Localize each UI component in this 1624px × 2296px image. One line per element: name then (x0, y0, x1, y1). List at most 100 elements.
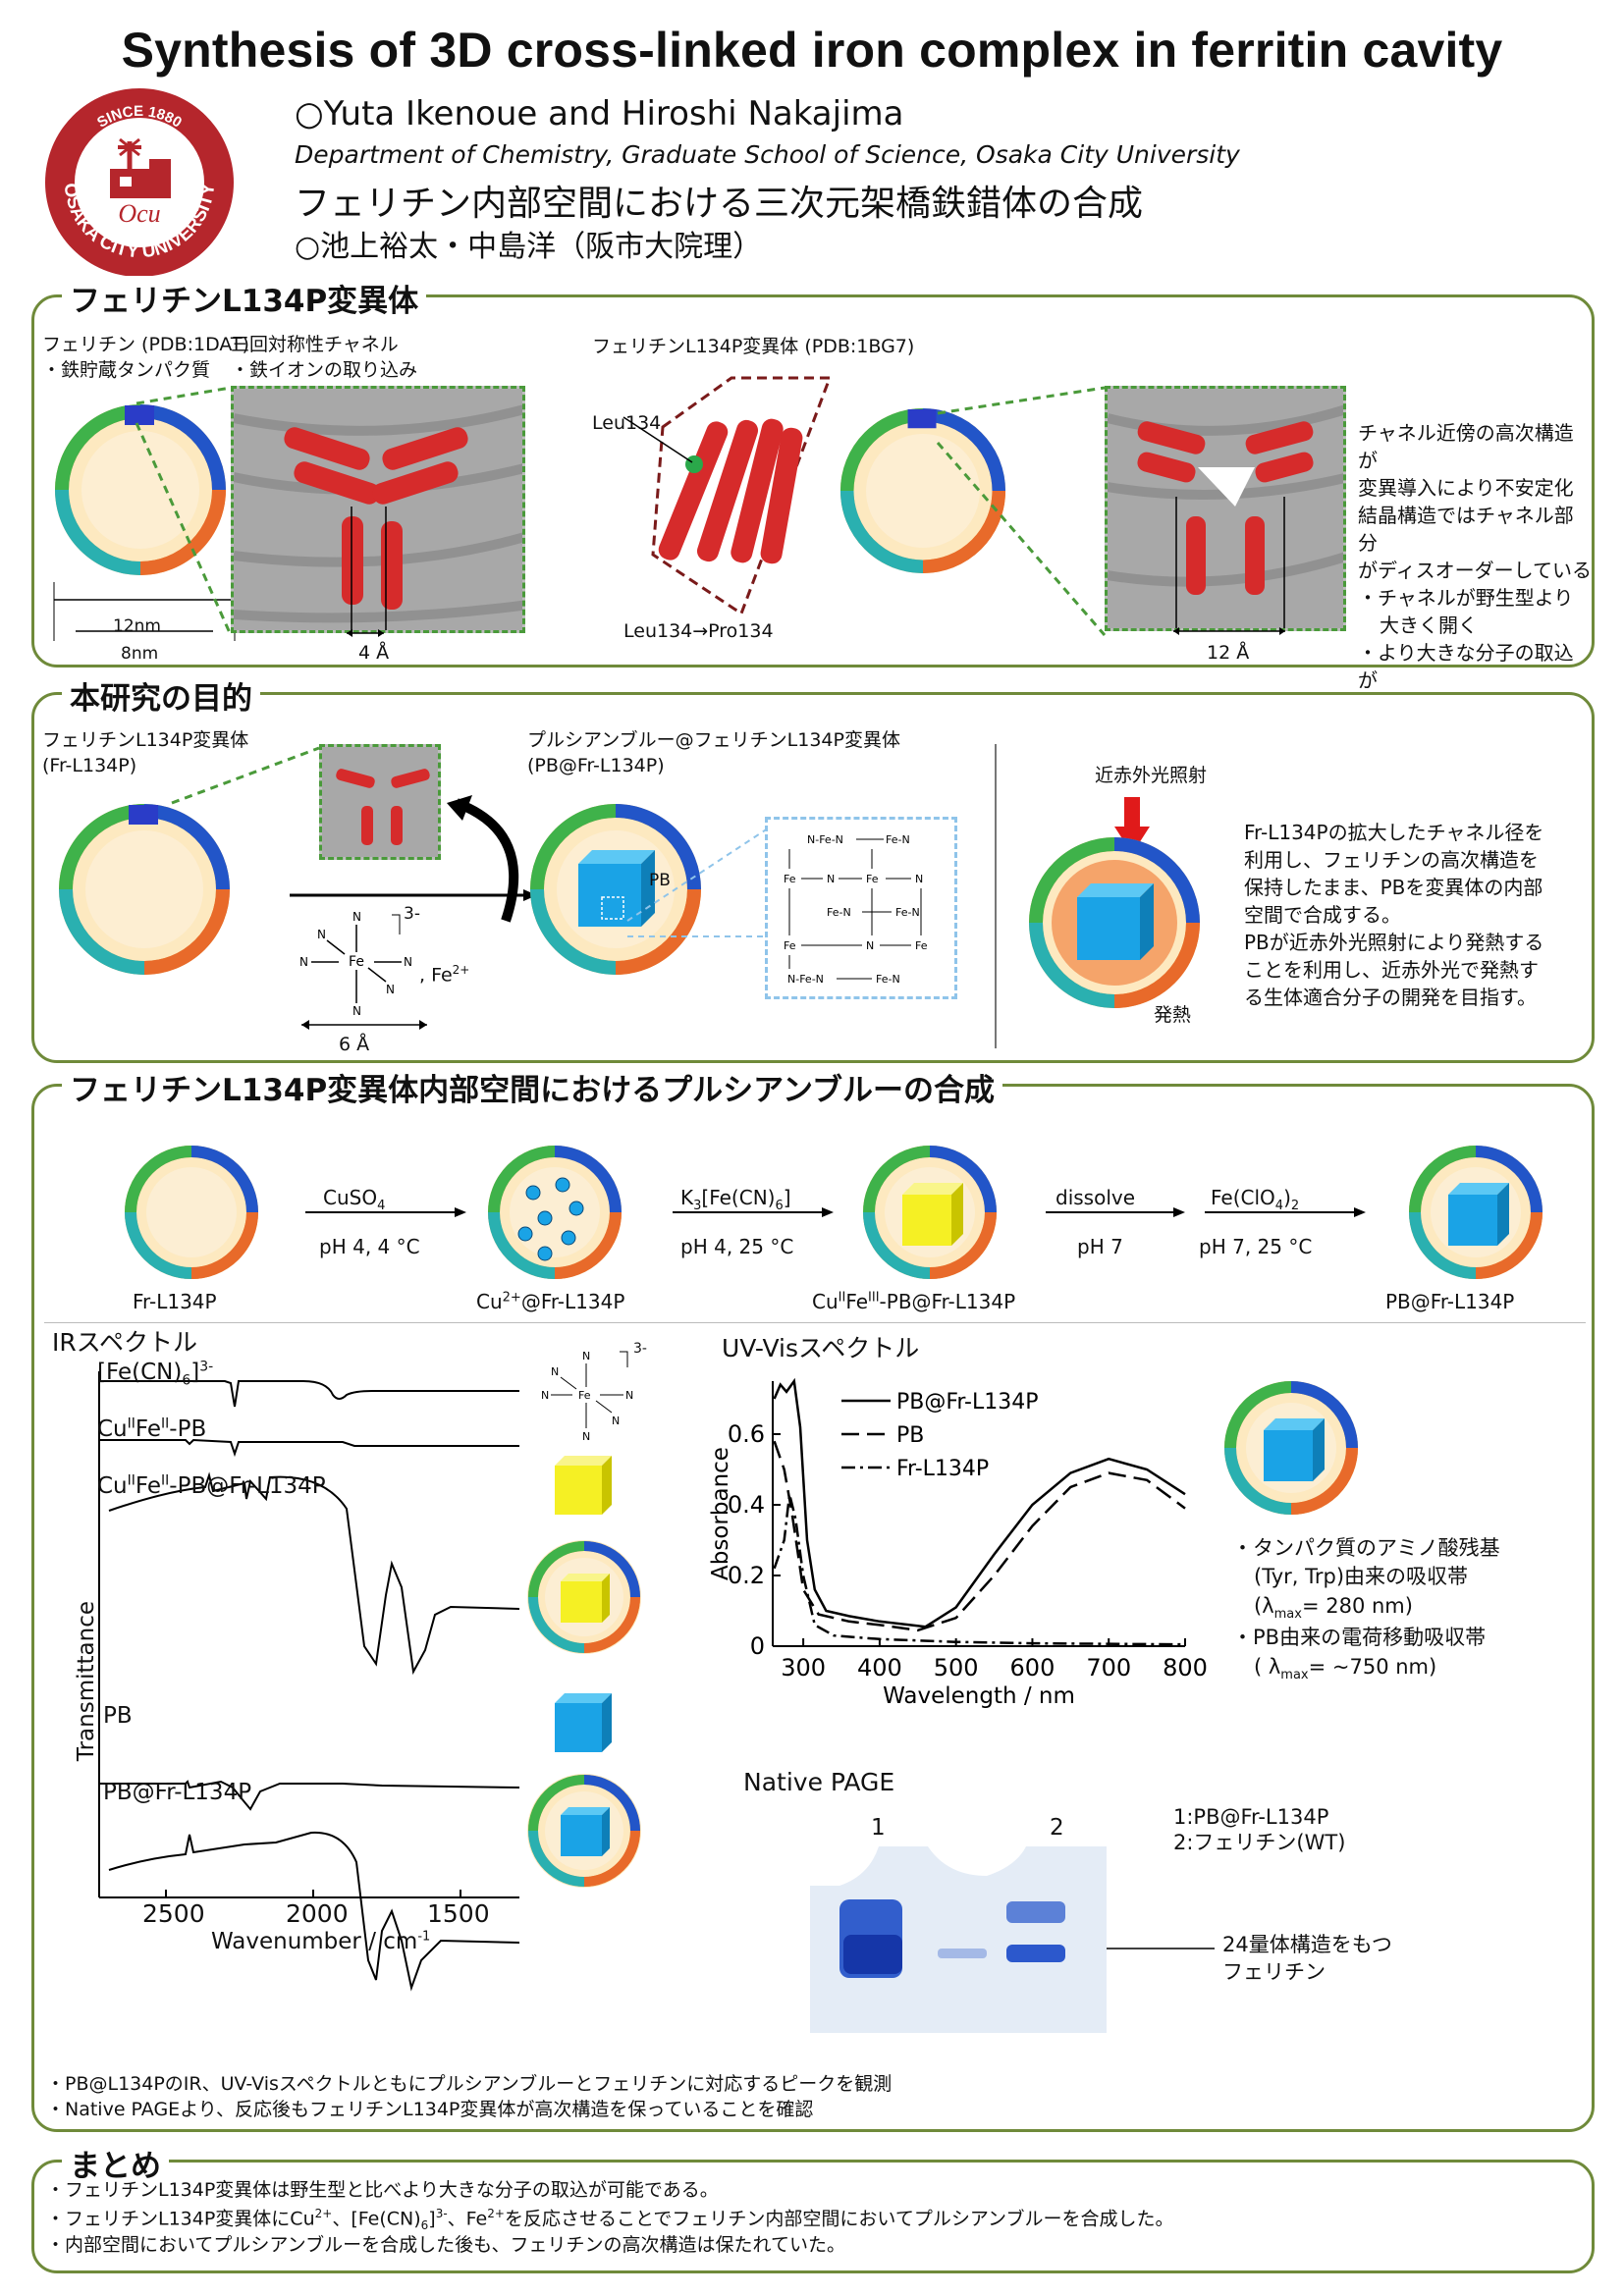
description-line: Fr-L134Pの拡大したチャネル径を (1244, 821, 1544, 844)
band-label: 24量体構造をもつ (1222, 1933, 1392, 1956)
step4-reagent: Fe(ClO4)2 (1211, 1186, 1300, 1213)
pb-ferritin-label: プルシアンブルー@フェリチンL134P変異体 (527, 729, 900, 751)
uv-notes: ・タンパク質のアミノ酸残基 (Tyr, Trp)由来の吸収帯 (λmax= 28… (1232, 1534, 1500, 1684)
uv-x-tick: 600 (1010, 1654, 1056, 1682)
ir-trace-line (99, 1780, 520, 1811)
bullet-line: ・チャネルが野生型より (1358, 586, 1574, 610)
bullet-line: ・より大きな分子の取込が (1358, 641, 1574, 692)
heat-label: 発熱 (1154, 1004, 1192, 1026)
ferritin-note: ・鉄貯蔵タンパク質 (42, 359, 211, 381)
uv-y-axis-label: Absorbance (708, 1447, 733, 1580)
svg-text:Fe-N: Fe-N (886, 833, 910, 846)
zoom-guide-pb (626, 826, 772, 937)
uv-note-line: (λmax= 280 nm) (1254, 1593, 1413, 1622)
section-heading: フェリチンL134P変異体 (62, 276, 427, 320)
channel-note: ・鉄イオンの取り込み (231, 359, 418, 381)
note-line: 結晶構造ではチャネル部分 (1358, 504, 1574, 555)
size-label: 6 Å (339, 1034, 370, 1055)
svg-text:Fe: Fe (866, 873, 879, 885)
conclusion-line: ・PB@L134PのIR、UV-Visスペクトルともにプルシアンブルーとフェリチ… (46, 2073, 893, 2095)
mutant-subunit-helices (623, 376, 833, 616)
zoom-lines-wt (135, 386, 233, 636)
ir-trace-line (99, 1380, 519, 1408)
svg-text:N-Fe-N: N-Fe-N (807, 833, 843, 846)
band-pointer-line (1107, 1948, 1215, 1949)
fe2-label: , Fe2+ (419, 963, 470, 987)
poster-title: Synthesis of 3D cross-linked iron comple… (121, 23, 1503, 78)
note-line: がディスオーダーしている (1358, 559, 1592, 582)
step4-condition: pH 7, 25 °C (1199, 1235, 1313, 1258)
channel-arrow-wt (347, 629, 384, 637)
ir-title: IRスペクトル (52, 1328, 197, 1357)
affiliation-english: Department of Chemistry, Graduate School… (295, 140, 1240, 169)
pb-ferritin-structure-image (530, 804, 701, 975)
ir-trace-label: CuIIFeII-PB@Fr-L134P (97, 1472, 326, 1499)
uv-x-tick: 300 (781, 1654, 826, 1682)
ir-x-tick: 2500 (142, 1899, 205, 1928)
description-line: る生体適合分子の開発を目指す。 (1244, 986, 1537, 1009)
lane-legend: 1:PB@Fr-L134P (1173, 1805, 1329, 1829)
ir-trace-label: CuIIFeII-PB (97, 1415, 207, 1442)
summary-line: ・フェリチンL134P変異体にCu2+、[Fe(CN)6]3-、Fe2+を反応さ… (46, 2207, 1174, 2233)
zoom-lines-mutant (936, 386, 1107, 636)
svg-text:Fe: Fe (784, 873, 796, 885)
description-line: 保持したまま、PBを変異体の内部 (1244, 876, 1543, 899)
lane-number: 2 (1050, 1815, 1064, 1841)
uv-note-line: ・PB由来の電荷移動吸収帯 (1232, 1626, 1487, 1650)
svg-text:Fe: Fe (578, 1389, 591, 1402)
synthesis-scheme (54, 1114, 1586, 1310)
title-japanese: フェリチン内部空間における三次元架橋鉄錯体の合成 (295, 184, 1144, 224)
section-heading: まとめ (62, 2141, 169, 2185)
section-summary: まとめ ・フェリチンL134P変異体は野生型と比べより大きな分子の取込が可能であ… (31, 2141, 1595, 2273)
ir-trace-label: PB (103, 1703, 133, 1729)
section-pb-synthesis: フェリチンL134P変異体内部空間におけるプルシアンブルーの合成 (31, 1065, 1595, 2132)
uv-legend-label: PB@Fr-L134P (896, 1390, 1039, 1415)
ir-trace-line (108, 1471, 520, 1676)
species-label: PB@Fr-L134P (1385, 1290, 1515, 1313)
authors-english: ○Yuta Ikenoue and Hiroshi Nakajima (295, 94, 904, 133)
uv-side-ferritin (1224, 1381, 1358, 1515)
step2-reagent: K3[Fe(CN)6] (680, 1186, 791, 1213)
step3-condition: pH 7 (1077, 1235, 1123, 1258)
svg-text:N: N (404, 955, 412, 969)
uv-x-tick: 700 (1086, 1654, 1131, 1682)
uv-y-tick: 0.2 (728, 1562, 765, 1589)
step1-condition: pH 4, 4 °C (319, 1235, 420, 1258)
uv-note-line: ( λmax= ~750 nm) (1254, 1654, 1437, 1682)
species-label: CuIIFeIII-PB@Fr-L134P (812, 1290, 1016, 1313)
ir-spectrum-chart (98, 1371, 520, 1992)
ferritin-label: フェリチン (PDB:1DAT) (42, 334, 249, 355)
bullet-line: 大きく開く (1380, 614, 1478, 637)
description-line: ことを利用し、近赤外光で発熱す (1244, 958, 1539, 982)
note-line: 変異導入により不安定化 (1358, 476, 1574, 500)
ir-y-axis-label: Transmittance (74, 1600, 100, 1762)
mutant-name-label: フェリチンL134P変異体 (42, 729, 249, 751)
step3-reagent: dissolve (1056, 1186, 1136, 1209)
uv-legend-label: PB (896, 1423, 924, 1448)
summary-line: ・フェリチンL134P変異体は野生型と比べより大きな分子の取込が可能である。 (46, 2179, 719, 2201)
uv-note-line: ・タンパク質のアミノ酸残基 (1232, 1536, 1500, 1560)
channel-arrow-mutant (1173, 627, 1285, 635)
uv-series-fr-l134p (773, 1493, 1186, 1646)
step1-reagent: CuSO4 (323, 1186, 386, 1213)
complex-charge-small: 3- (633, 1341, 647, 1357)
authors-japanese: ○池上裕太・中島洋（阪市大院理） (295, 230, 763, 264)
nir-irradiation-image (1029, 797, 1200, 1008)
channel-size-mutant: 12 Å (1207, 642, 1250, 664)
description-line: PBが近赤外光照射により発熱する (1244, 931, 1544, 954)
species-label: Cu2+@Fr-L134P (476, 1290, 625, 1313)
channel-size-wt: 4 Å (358, 642, 390, 664)
ferritin-structure-image (55, 404, 226, 575)
mutant-abbrev-label: (Fr-L134P) (42, 755, 137, 776)
band-label: フェリチン (1222, 1960, 1326, 1984)
ir-x-tick: 2000 (286, 1899, 349, 1928)
species-label: Fr-L134P (133, 1290, 217, 1313)
zoom-guide-lines (171, 746, 320, 805)
uv-y-tick: 0.4 (728, 1491, 765, 1519)
lane-legend: 2:フェリチン(WT) (1173, 1831, 1346, 1854)
svg-text:Ocu: Ocu (118, 199, 160, 228)
mutation-label: Leu134→Pro134 (623, 620, 774, 642)
channel-zoom-wt (231, 386, 525, 633)
